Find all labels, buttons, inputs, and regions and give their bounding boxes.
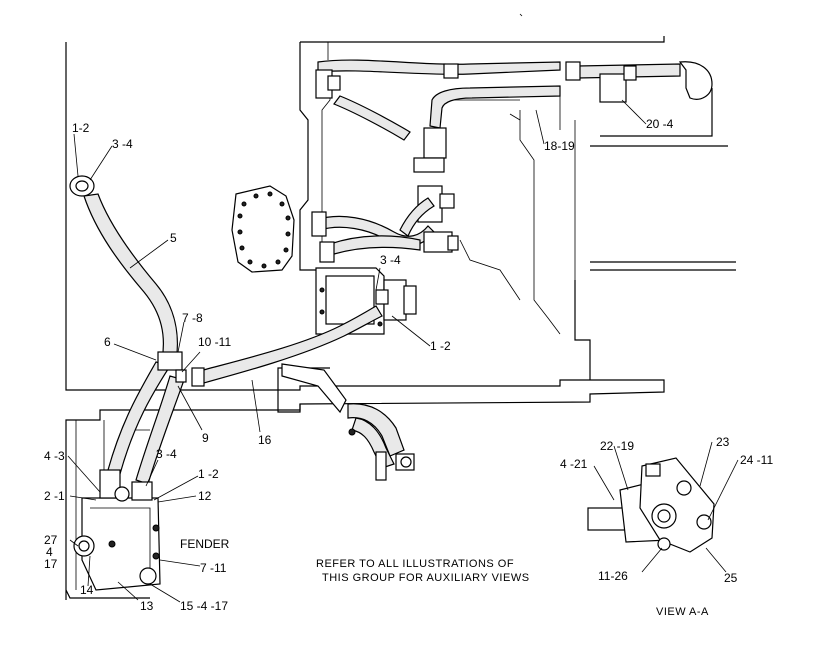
callout-3-4-low: 3 -4 xyxy=(156,447,177,461)
hose-16-end-fitting xyxy=(191,367,205,387)
twin-hoses-6 xyxy=(107,351,187,485)
bracket-hose-assembly xyxy=(281,363,415,481)
callout-22-19: 22 -19 xyxy=(600,439,635,453)
middle-hose-group xyxy=(311,197,459,263)
hose-5 xyxy=(69,175,178,363)
callout-3-4-top: 3 -4 xyxy=(112,137,133,151)
callout-1-2-low: 1 -2 xyxy=(198,467,219,481)
leader-lines xyxy=(67,99,739,603)
refer-note-line1: REFER TO ALL ILLUSTRATIONS OF xyxy=(316,558,515,570)
callout-16: 16 xyxy=(258,433,272,447)
pump-assembly xyxy=(315,267,417,335)
callout-3-4-pump: 3 -4 xyxy=(380,253,401,267)
view-a-a-label: VIEW A-A xyxy=(656,606,709,618)
callout-4: 4 xyxy=(46,545,53,559)
callout-4-3: 4 -3 xyxy=(44,449,65,463)
callout-23: 23 xyxy=(716,435,730,449)
callout-14: 14 xyxy=(80,583,94,597)
callout-25: 25 xyxy=(724,571,738,585)
upper-hose-group xyxy=(315,59,713,223)
callout-9: 9 xyxy=(202,431,209,445)
callout-5: 5 xyxy=(170,231,177,245)
callout-17: 17 xyxy=(44,557,58,571)
callout-1-2-pump: 1 -2 xyxy=(430,339,451,353)
callout-12: 12 xyxy=(198,489,212,503)
callout-7-11: 7 -11 xyxy=(200,561,227,575)
callout-1-2-top: 1-2 xyxy=(72,121,90,135)
callout-27: 27 xyxy=(44,533,58,547)
hose-16 xyxy=(195,305,383,385)
callout-18-19: 18-19 xyxy=(544,139,575,153)
callout-6: 6 xyxy=(104,335,111,349)
callout-20-4: 20 -4 xyxy=(646,117,674,131)
callout-7-8: 7 -8 xyxy=(182,311,203,325)
valve-block xyxy=(73,469,161,591)
machine-frame-outline xyxy=(65,13,736,600)
callout-11-26: 11-26 xyxy=(598,569,628,583)
callout-13: 13 xyxy=(140,599,154,613)
callout-4-21: 4 -21 xyxy=(560,457,588,471)
refer-note-line2: THIS GROUP FOR AUXILIARY VIEWS xyxy=(322,572,530,584)
access-cover xyxy=(231,185,295,273)
view-a-a-detail xyxy=(587,457,715,553)
callout-24-11: 24 -11 xyxy=(740,453,774,467)
callout-15-4-17: 15 -4 -17 xyxy=(180,599,229,613)
callout-10-11: 10 -11 xyxy=(198,335,232,349)
callout-2-1: 2 -1 xyxy=(44,489,65,503)
callout-fender: FENDER xyxy=(180,537,230,551)
